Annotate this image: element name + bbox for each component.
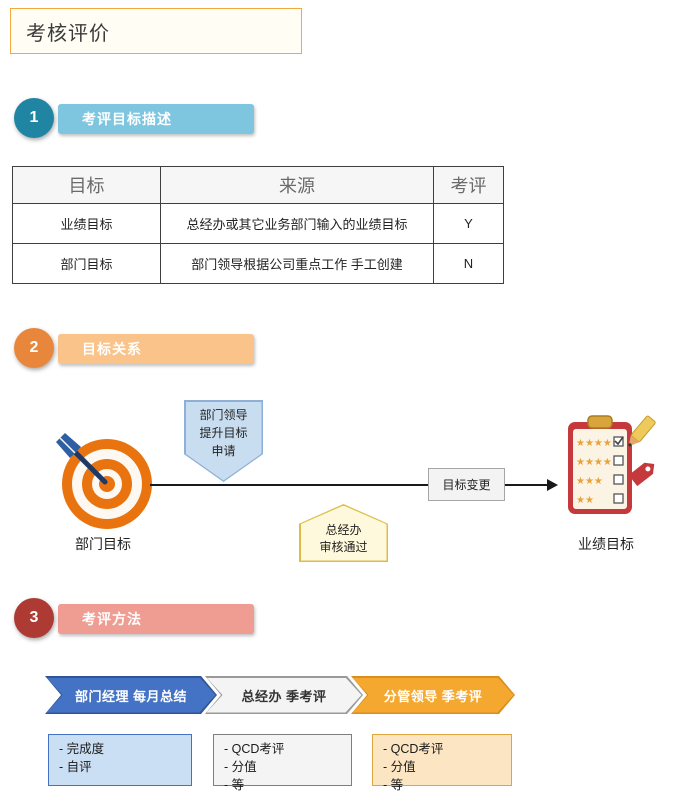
process-steps-row: 部门经理 每月总结 总经办 季考评 分管领导 季考评	[45, 676, 515, 714]
cell-review: N	[433, 243, 504, 284]
section-1-header: 考评目标描述 1	[14, 98, 314, 142]
section-3-banner: 考评方法	[58, 604, 254, 634]
clipboard-checklist-icon: ★★★★★ ★★★★ ★★★ ★★	[568, 415, 656, 514]
step-label: 总经办 季考评	[207, 678, 362, 713]
step-1-detail-box: - 完成度 - 自评	[48, 734, 192, 786]
step-label: 部门经理 每月总结	[47, 678, 216, 713]
svg-text:★★★★★: ★★★★★	[576, 438, 621, 449]
approval-text: 总经办 审核通过	[300, 505, 387, 561]
table-row: 业绩目标 总经办或其它业务部门输入的业绩目标 Y	[12, 203, 504, 244]
section-2-header: 目标关系 2	[14, 328, 314, 372]
column-header-review: 考评	[433, 166, 504, 204]
svg-text:★★: ★★	[576, 495, 594, 506]
table-header-row: 目标 来源 考评	[12, 166, 504, 204]
svg-text:★★★★: ★★★★	[576, 457, 612, 468]
section-1-number-badge: 1	[14, 98, 54, 138]
svg-text:★★★: ★★★	[576, 476, 603, 487]
cell-review: Y	[433, 203, 504, 244]
step-gm-quarterly-review: 总经办 季考评	[205, 676, 363, 714]
cell-goal: 部门目标	[12, 243, 161, 284]
step-leader-quarterly-review: 分管领导 季考评	[351, 676, 515, 714]
promotion-request-callout: 部门领导 提升目标 申请	[184, 400, 263, 482]
approval-callout: 总经办 审核通过	[299, 504, 388, 562]
page-title-box: 考核评价	[10, 8, 302, 54]
flow-arrow-head-icon	[547, 479, 558, 491]
section-3-number-badge: 3	[14, 598, 54, 638]
cell-source: 部门领导根据公司重点工作 手工创建	[160, 243, 434, 284]
cell-goal: 业绩目标	[12, 203, 161, 244]
step-3-detail-box: - QCD考评 - 分值 - 等	[372, 734, 512, 792]
flow-arrow-line	[150, 484, 550, 486]
section-2-banner: 目标关系	[58, 334, 254, 364]
step-label: 分管领导 季考评	[353, 678, 514, 713]
target-goal-label: 业绩目标	[578, 536, 634, 552]
cell-source: 总经办或其它业务部门输入的业绩目标	[160, 203, 434, 244]
goals-table: 目标 来源 考评 业绩目标 总经办或其它业务部门输入的业绩目标 Y 部门目标 部…	[12, 166, 504, 284]
step-2-detail-box: - QCD考评 - 分值 - 等	[213, 734, 352, 792]
column-header-goal: 目标	[12, 166, 161, 204]
page-title: 考核评价	[26, 22, 110, 45]
step-monthly-summary: 部门经理 每月总结	[45, 676, 217, 714]
promotion-request-text: 部门领导 提升目标 申请	[185, 401, 262, 481]
dartboard-target-icon	[56, 433, 152, 529]
column-header-source: 来源	[160, 166, 434, 204]
evaluation-method-process: 部门经理 每月总结 总经办 季考评 分管领导 季考评 - 完成度 - 自评 - …	[45, 676, 645, 795]
table-row: 部门目标 部门领导根据公司重点工作 手工创建 N	[12, 243, 504, 284]
section-1-banner: 考评目标描述	[58, 104, 254, 134]
goal-relation-diagram: 部门领导 提升目标 申请 总经办 审核通过 目标变更 ★★★★★ ★★★★ ★★…	[0, 398, 685, 573]
section-2-number-badge: 2	[14, 328, 54, 368]
source-goal-label: 部门目标	[75, 536, 131, 552]
section-3-header: 考评方法 3	[14, 598, 314, 642]
goal-change-box: 目标变更	[428, 468, 505, 501]
